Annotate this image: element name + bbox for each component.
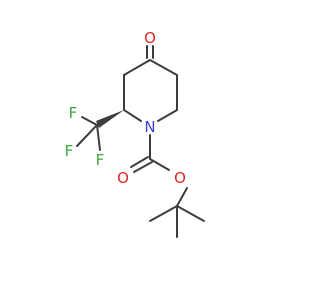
bond-c3-c4	[123, 59, 151, 76]
bond-carbamate-ester-o	[149, 158, 170, 171]
atom-fluorine-1: F	[69, 104, 78, 122]
bond-c4-c5	[149, 59, 178, 76]
atom-ring-nitrogen: N	[144, 118, 155, 136]
atom-fluorine-3: F	[96, 151, 105, 169]
bond-cf3-f1	[81, 116, 98, 126]
bond-carbamate-carbonyl-b	[133, 161, 153, 173]
bond-n1-c2	[123, 109, 142, 122]
stereo-wedge-bond	[96, 110, 124, 128]
bond-cf3-f3	[96, 124, 101, 151]
molecule-diagram: O N F F F O O	[65, 29, 205, 238]
bond-tbu-methyl-1	[149, 205, 178, 222]
atom-fluorine-2: F	[65, 142, 74, 160]
atom-ester-oxygen: O	[174, 169, 186, 187]
atom-ketone-oxygen: O	[144, 29, 156, 47]
structure-canvas: O N F F F O O	[65, 29, 205, 238]
atom-carbonyl-oxygen: O	[117, 169, 129, 187]
bond-carbamate-carbonyl-a	[130, 156, 149, 168]
bond-ester-o-tbu	[176, 187, 188, 207]
bond-c6-n1	[157, 109, 178, 122]
bond-cf3-f2	[76, 124, 98, 147]
bond-tbu-methyl-3	[176, 205, 205, 222]
